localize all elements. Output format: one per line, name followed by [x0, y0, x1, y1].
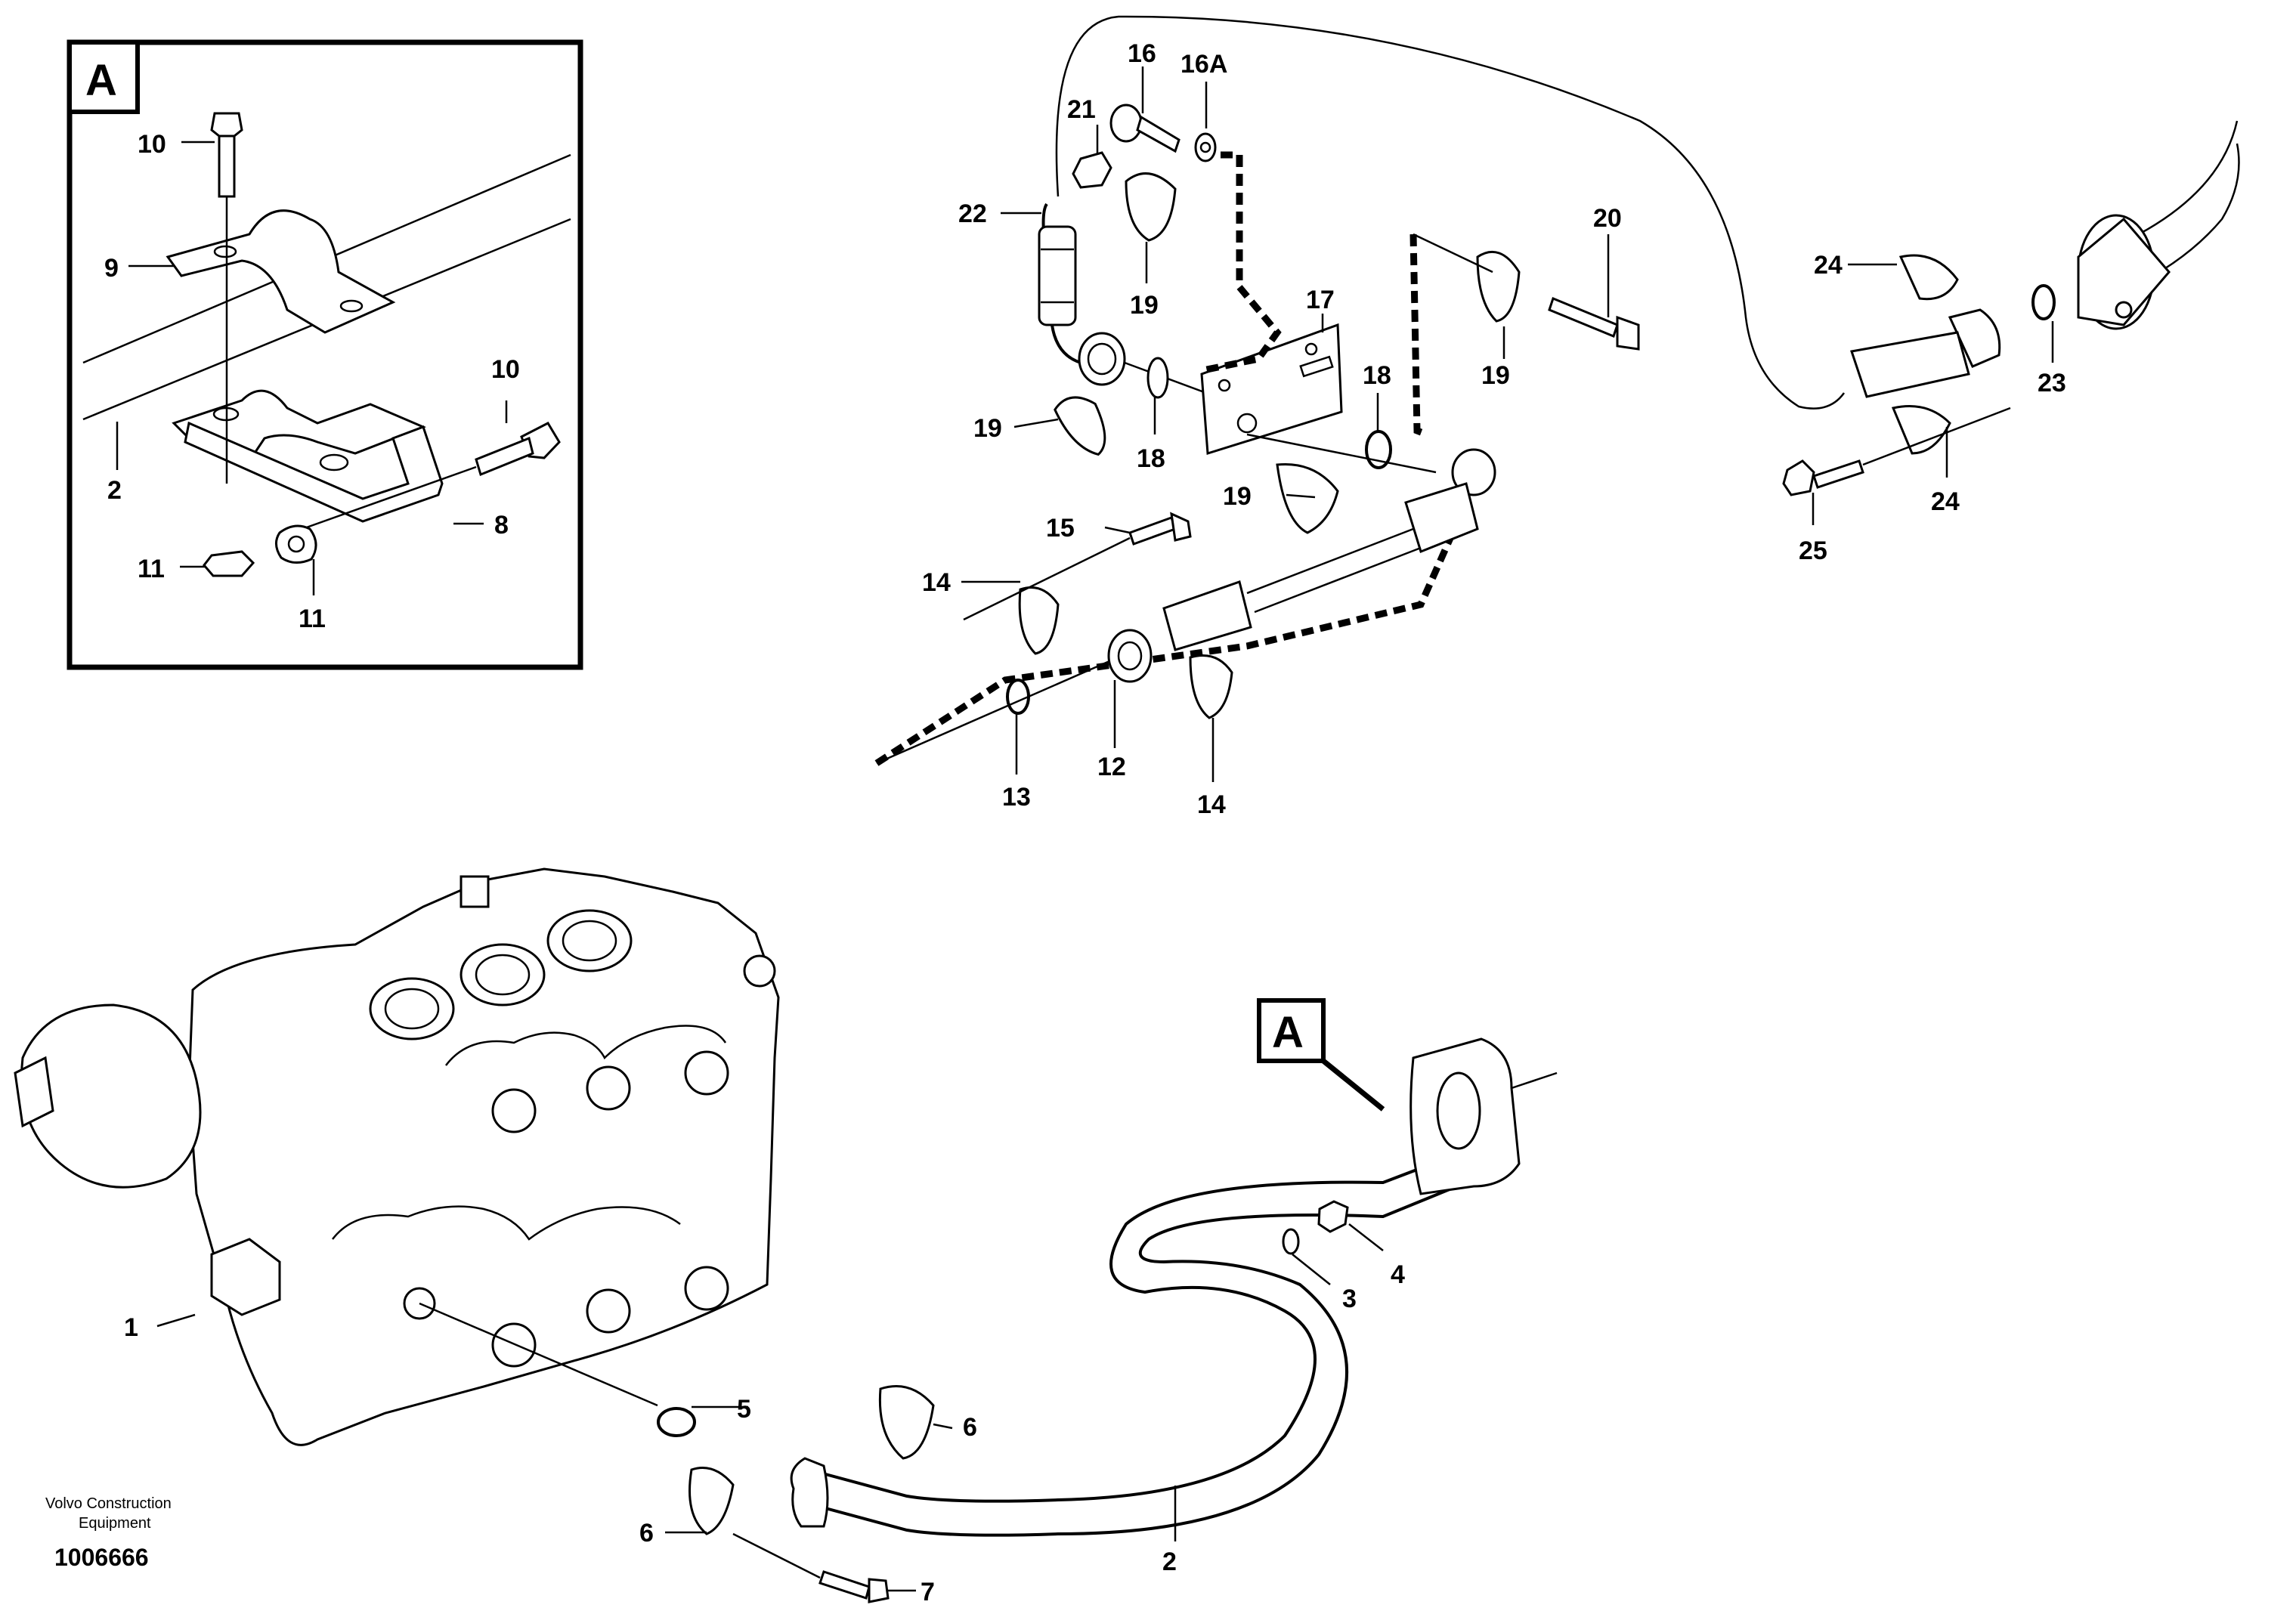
inset-label: A	[85, 56, 117, 105]
label-14b: 14	[1197, 790, 1226, 819]
label-13: 13	[1002, 783, 1031, 812]
label-20: 20	[1593, 204, 1622, 233]
label-19c: 19	[973, 414, 1002, 443]
brand-line-2: Equipment	[79, 1515, 151, 1532]
label-5: 5	[737, 1395, 751, 1424]
label-2: 2	[1162, 1548, 1177, 1576]
label-1: 1	[124, 1313, 138, 1342]
label-21: 21	[1067, 95, 1096, 124]
label-7: 7	[921, 1578, 935, 1606]
part-labels: 16 16A 21 22 19 17 20 24 19 19 18 18 23 …	[124, 39, 2066, 1606]
label-24b: 24	[1931, 487, 1960, 516]
label-15: 15	[1046, 514, 1075, 543]
label-17: 17	[1306, 286, 1335, 314]
label-18a: 18	[1137, 444, 1165, 473]
label-25: 25	[1799, 536, 1827, 565]
label-6a: 6	[963, 1413, 977, 1442]
label-22: 22	[958, 199, 987, 228]
label-12: 12	[1097, 753, 1126, 781]
label-19b: 19	[1481, 361, 1510, 390]
detail-inset-a: A 10 9 10 2 8	[67, 39, 583, 670]
label-23: 23	[2038, 369, 2066, 397]
label-inset-9: 9	[104, 254, 119, 283]
brand-line-1: Volvo Construction	[45, 1495, 172, 1512]
label-inset-10a: 10	[138, 130, 166, 159]
label-24a: 24	[1814, 251, 1843, 280]
label-3: 3	[1342, 1285, 1357, 1313]
label-6b: 6	[639, 1519, 654, 1548]
label-inset-11a: 11	[138, 555, 165, 583]
leader-lines	[156, 66, 2054, 1592]
drawing-number: 1006666	[54, 1544, 149, 1571]
callout-a: A	[1257, 998, 1385, 1112]
label-4: 4	[1391, 1260, 1405, 1289]
label-inset-10b: 10	[491, 355, 520, 384]
label-inset-11b: 11	[299, 604, 326, 633]
label-14a: 14	[922, 568, 951, 597]
label-18b: 18	[1363, 361, 1391, 390]
label-19d: 19	[1223, 482, 1252, 511]
label-16a: 16A	[1180, 50, 1227, 79]
label-inset-8: 8	[494, 511, 509, 540]
label-16: 16	[1128, 39, 1156, 68]
label-19a: 19	[1130, 291, 1159, 320]
callout-label: A	[1272, 1008, 1304, 1057]
title-block: Volvo Construction Equipment 1006666	[45, 1495, 172, 1571]
hose-assembly-upper	[874, 15, 2240, 766]
label-inset-2: 2	[107, 476, 122, 505]
pipe-assembly	[657, 1037, 1558, 1603]
control-valve	[14, 867, 780, 1446]
